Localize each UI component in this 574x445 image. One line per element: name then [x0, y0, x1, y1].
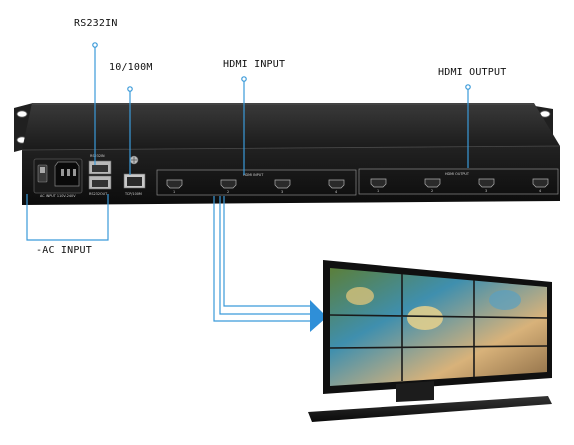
hdmi-output-port-label: 4	[539, 189, 541, 193]
hdmi-input-port-3[interactable]	[274, 179, 291, 189]
hdmi-input-port-label: 2	[227, 190, 229, 194]
video-wall-stand	[308, 396, 552, 422]
hdmi-output-port-label: 3	[485, 189, 487, 193]
power-module: AC INPUT 110V-240V	[33, 158, 83, 198]
hdmi-input-port-4[interactable]	[328, 179, 345, 189]
hdmi-output-port-1[interactable]	[370, 178, 387, 188]
hdmi-input-port-label: 4	[335, 190, 337, 194]
callout-lines	[26, 42, 471, 322]
hdmi-input-port-2[interactable]	[220, 179, 237, 189]
hdmi-output-group-label: HDMI OUTPUT	[445, 172, 470, 176]
hdmi-output-port-4[interactable]	[532, 178, 549, 188]
hdmi-input-callout-label: HDMI INPUT	[223, 59, 286, 70]
rs232-out-label: RS232OUT	[89, 192, 108, 196]
matrix-switcher-device: AC INPUT 110V-240V RS232IN RS232OUT TCP/…	[14, 103, 561, 205]
hdmi-cable-line-outer	[213, 196, 312, 322]
ethernet-section: TCP/100M	[123, 155, 146, 196]
ac-input-bracket	[26, 194, 109, 241]
hdmi-input-port-1[interactable]	[166, 179, 183, 189]
hdmi-cable-line-inner2	[223, 196, 312, 307]
hdmi-input-group-label: HDMI INPUT	[243, 173, 264, 177]
hdmi-output-port-2[interactable]	[424, 178, 441, 188]
hdmi-output-callout-label: HDMI OUTPUT	[438, 67, 507, 78]
hdmi-cable-line-inner	[219, 196, 312, 315]
rs232in-callout-label: RS232IN	[74, 18, 118, 29]
hdmi-input-port-label: 1	[173, 190, 175, 194]
hdmi-output-group: HDMI OUTPUT 1 2 3 4	[358, 168, 559, 195]
ethernet-panel-label: TCP/100M	[124, 192, 142, 196]
hdmi-output-port-3[interactable]	[478, 178, 495, 188]
ac-input-callout-label: -AC INPUT	[36, 245, 92, 256]
hdmi-output-port-label: 1	[377, 189, 379, 193]
power-label: AC INPUT 110V-240V	[40, 194, 76, 198]
video-wall-screen	[330, 268, 547, 386]
fish-image	[407, 306, 443, 330]
arrow-icon	[310, 300, 327, 332]
video-wall-display	[308, 260, 552, 422]
ethernet-callout-label: 10/100M	[109, 62, 153, 73]
rs232-in-label: RS232IN	[90, 154, 105, 158]
hdmi-output-port-label: 2	[431, 189, 433, 193]
hdmi-input-port-label: 3	[281, 190, 283, 194]
hdmi-input-group: HDMI INPUT 1 2 3 4	[156, 169, 357, 196]
rs232-ports: RS232IN RS232OUT	[88, 154, 112, 196]
